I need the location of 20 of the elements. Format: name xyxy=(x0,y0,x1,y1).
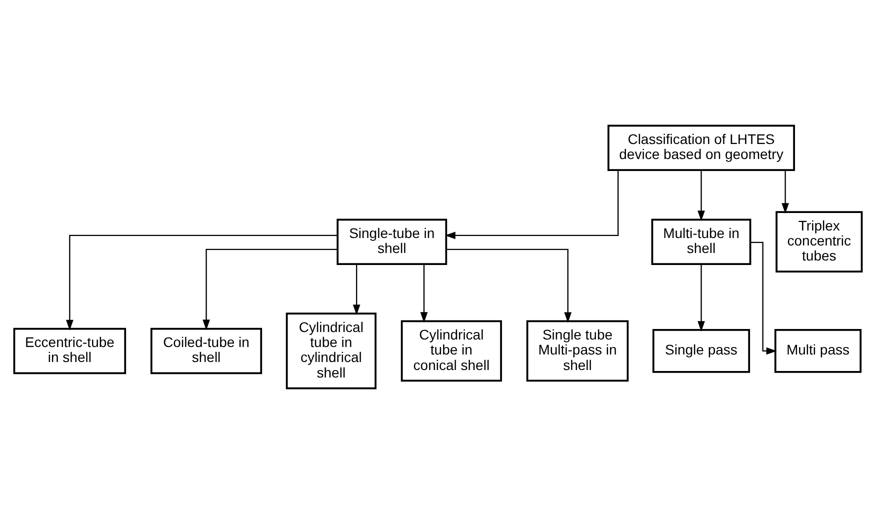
node-box: Single tube Multi-pass in shell xyxy=(526,320,629,382)
node-box: Cylindrical tube in cylindrical shell xyxy=(286,312,376,390)
node-box: Single-tube in shell xyxy=(336,218,448,265)
arrow xyxy=(698,170,705,222)
arrow xyxy=(446,248,572,323)
node-box: Multi pass xyxy=(774,329,862,373)
node-box: Coiled-tube in shell xyxy=(150,328,262,374)
arrow xyxy=(420,264,428,323)
node-box: Cylindrical tube in conical shell xyxy=(400,320,502,382)
node-box: Multi-tube in shell xyxy=(651,218,752,265)
arrow xyxy=(352,264,360,316)
arrow xyxy=(202,248,338,330)
arrow xyxy=(444,170,619,240)
node-box: Triplex concentric tubes xyxy=(776,211,863,273)
arrow xyxy=(782,170,789,214)
node-box: Classification of LHTES device based on geometry xyxy=(608,124,795,171)
node-box: Eccentric-tube in shell xyxy=(13,328,126,374)
node-box: Single pass xyxy=(652,329,750,373)
arrow xyxy=(698,264,705,332)
arrow xyxy=(66,234,338,330)
